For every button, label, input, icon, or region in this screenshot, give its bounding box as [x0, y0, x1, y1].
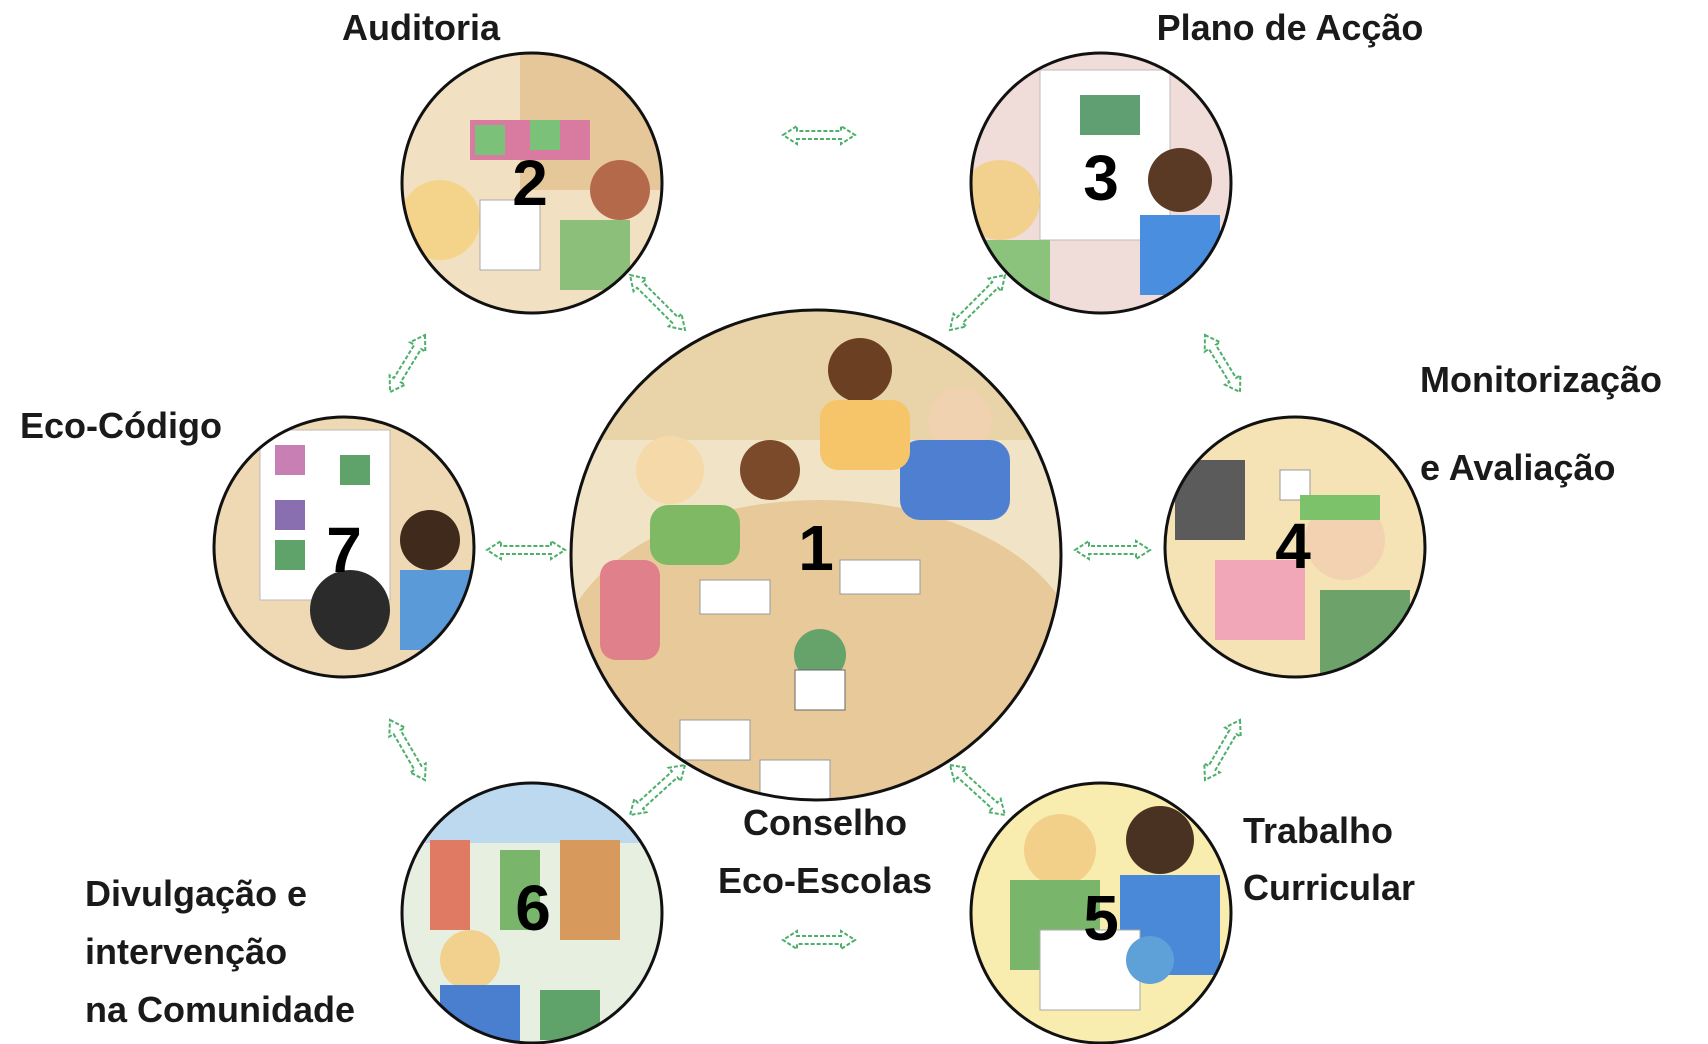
step-4-circle	[1163, 415, 1427, 679]
step-label-5-line-1: Trabalho	[1243, 810, 1393, 851]
step-number-3: 3	[1083, 142, 1119, 214]
step-3-circle	[969, 51, 1233, 315]
step-label-4-line-1: Monitorização	[1420, 359, 1662, 400]
arrow-1-5	[948, 763, 1007, 817]
step-7-circle	[212, 415, 476, 679]
step-label-2: Auditoria	[342, 7, 501, 48]
step-label-1-line-1: Conselho	[743, 802, 907, 843]
arrow-1-4	[1073, 539, 1152, 561]
step-label-3: Plano de Acção	[1157, 7, 1424, 48]
step-5-circle	[969, 781, 1233, 1044]
arrow-6-7	[388, 718, 427, 782]
arrow-4-5	[1203, 718, 1242, 782]
connection-arrows	[388, 124, 1242, 951]
arrow-1-3	[948, 273, 1007, 332]
step-label-6-line-1: Divulgação e	[85, 873, 307, 914]
step-label-6-line-3: na Comunidade	[85, 989, 355, 1030]
step-number-1: 1	[798, 512, 834, 584]
step-number-4: 4	[1275, 510, 1311, 582]
arrow-5-6	[781, 929, 857, 951]
arrow-2-3	[781, 124, 857, 146]
step-number-6: 6	[515, 872, 551, 944]
step-label-5-line-2: Curricular	[1243, 867, 1415, 908]
step-number-2: 2	[512, 147, 548, 219]
step-label-7: Eco-Código	[20, 405, 222, 446]
arrow-7-2	[388, 333, 427, 394]
arrow-1-6	[628, 763, 687, 817]
arrow-1-2	[628, 273, 687, 332]
arrow-3-4	[1203, 333, 1242, 394]
step-label-1-line-2: Eco-Escolas	[718, 860, 932, 901]
step-label-6-line-2: intervenção	[85, 931, 287, 972]
step-number-7: 7	[326, 514, 362, 586]
step-label-4-line-2: e Avaliação	[1420, 447, 1615, 488]
arrow-1-7	[485, 539, 567, 561]
step-number-5: 5	[1083, 882, 1119, 954]
